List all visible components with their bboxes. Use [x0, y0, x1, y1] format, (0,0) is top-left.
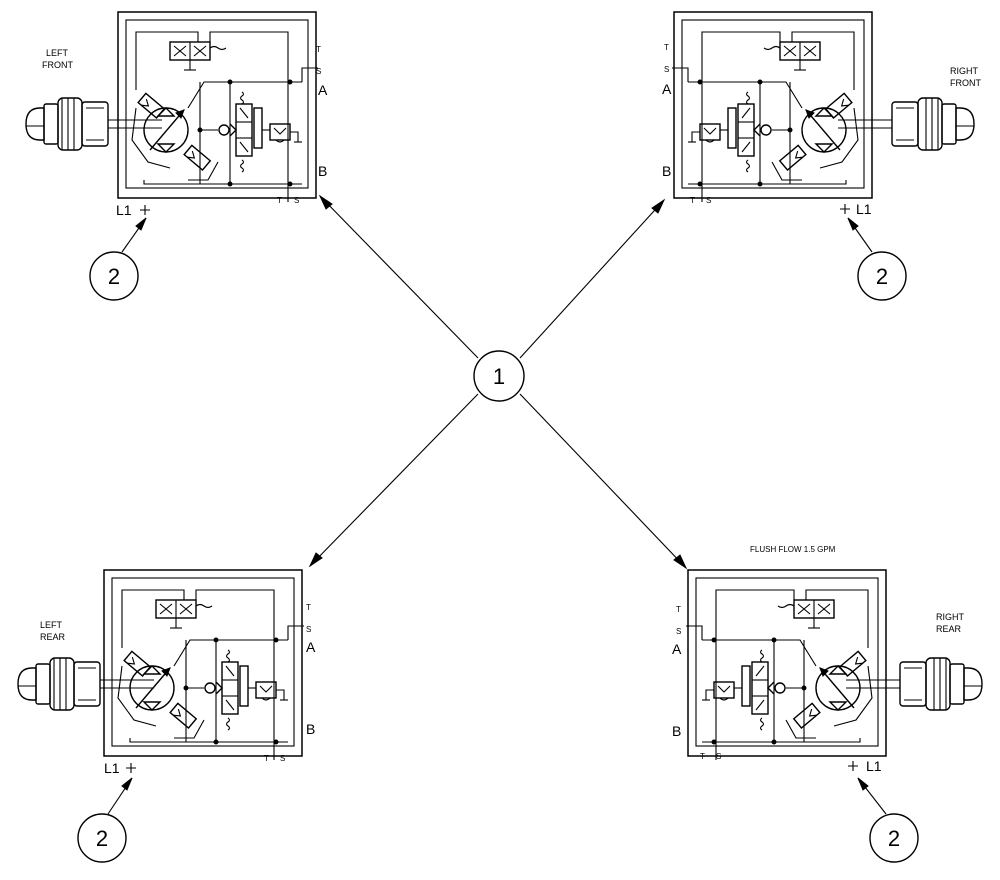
- unit-right-rear-port-b: B: [672, 723, 681, 739]
- unit-left-rear-port-t2: T: [264, 754, 269, 763]
- unit-right-rear-port-t2: T: [700, 752, 705, 761]
- unit-right-rear-label-2: REAR: [936, 624, 962, 634]
- unit-right-rear: FLUSH FLOW 1.5 GPM RIGHT REAR T S A B T …: [672, 545, 983, 863]
- unit-left-front-port-t2: T: [277, 196, 282, 205]
- leader-lines: [308, 194, 688, 570]
- unit-right-front-label-2: FRONT: [950, 78, 981, 88]
- unit-right-front-port-a: A: [662, 81, 672, 97]
- unit-left-front-port-l1: L1: [116, 202, 132, 218]
- unit-right-rear-port-a: A: [672, 641, 682, 657]
- unit-left-front-port-s: S: [316, 67, 321, 76]
- unit-left-front-port-a: A: [318, 82, 328, 98]
- unit-right-rear-label-1: RIGHT: [936, 612, 965, 622]
- unit-right-front: RIGHT FRONT T S A B T S L1 2: [662, 11, 981, 301]
- unit-left-rear-port-s: S: [306, 625, 311, 634]
- unit-right-front-port-t: T: [664, 43, 669, 52]
- unit-left-front-label-2: FRONT: [42, 60, 73, 70]
- unit-right-front-port-b: B: [662, 163, 671, 179]
- unit-right-rear-port-s2: S: [716, 752, 721, 761]
- unit-left-front: LEFT FRONT T S A B T S L1 2: [25, 11, 328, 301]
- unit-left-front-label-1: LEFT: [46, 48, 69, 58]
- flush-flow-note: FLUSH FLOW 1.5 GPM: [750, 545, 836, 554]
- unit-left-front-port-t: T: [316, 45, 321, 54]
- unit-left-front-port-s2: S: [294, 196, 299, 205]
- unit-left-rear-port-s2: S: [280, 754, 285, 763]
- balloon-lr-text: 2: [96, 826, 108, 851]
- unit-right-front-port-l1: L1: [856, 201, 872, 217]
- unit-left-rear-port-b: B: [306, 721, 315, 737]
- unit-right-rear-port-t: T: [676, 605, 681, 614]
- balloon-center-text: 1: [493, 364, 505, 389]
- balloon-center: 1: [473, 350, 525, 402]
- unit-left-rear-port-l1: L1: [104, 760, 120, 776]
- unit-left-rear: LEFT REAR T S A B T S L1 2: [17, 569, 316, 863]
- unit-right-rear-port-l1: L1: [866, 758, 882, 774]
- unit-right-front-port-t2: T: [690, 196, 695, 205]
- unit-right-front-label-1: RIGHT: [950, 66, 979, 76]
- unit-right-rear-port-s: S: [676, 627, 681, 636]
- balloon-lf-text: 2: [108, 264, 120, 289]
- balloon-rf-text: 2: [876, 264, 888, 289]
- unit-left-rear-port-a: A: [306, 639, 316, 655]
- unit-left-front-port-b: B: [318, 163, 327, 179]
- unit-right-front-port-s: S: [664, 65, 669, 74]
- unit-right-front-port-s2: S: [706, 196, 711, 205]
- unit-left-rear-label-1: LEFT: [40, 620, 63, 630]
- unit-left-rear-port-t: T: [306, 603, 311, 612]
- unit-left-rear-label-2: REAR: [40, 632, 66, 642]
- balloon-rr-text: 2: [888, 826, 900, 851]
